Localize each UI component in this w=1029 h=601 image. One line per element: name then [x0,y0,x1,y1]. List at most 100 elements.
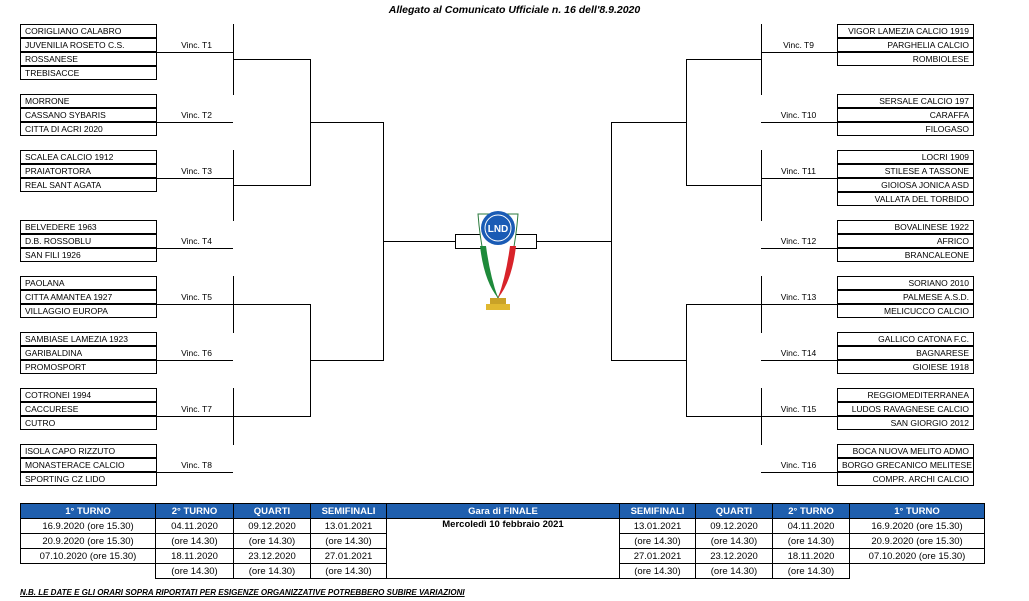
bracket-line [157,122,233,123]
team-box: COTRONEI 1994 [20,388,157,402]
schedule-cell: (ore 14.30) [310,533,387,549]
winner-label: Vinc. T12 [780,236,817,246]
header-cell: SEMIFINALI [310,503,387,519]
schedule-cell: 27.01.2021 [619,548,696,564]
team-box: VILLAGGIO EUROPA [20,304,157,318]
winner-label: Vinc. T15 [780,404,817,414]
team-box: CITTA DI ACRI 2020 [20,122,157,136]
team-box: LUDOS RAVAGNESE CALCIO [837,402,974,416]
final-date: Mercoledì 10 febbraio 2021 [386,518,620,579]
bracket-line [611,360,686,361]
schedule-cell: 07.10.2020 (ore 15.30) [849,548,985,564]
header-cell: Gara di FINALE [386,503,620,519]
team-box: GARIBALDINA [20,346,157,360]
bracket-line [761,24,762,95]
bracket-line [233,304,310,305]
schedule-cell [850,564,985,579]
schedule-cell: 13.01.2021 [310,518,387,534]
team-box: LOCRI 1909 [837,150,974,164]
team-box: BAGNARESE [837,346,974,360]
bracket-line [157,52,233,53]
team-box: GIOIESE 1918 [837,360,974,374]
schedule-cell: (ore 14.30) [233,533,311,549]
header-cell: 2° TURNO [155,503,234,519]
bracket-line [761,122,837,123]
team-box: ROMBIOLESE [837,52,974,66]
team-box: CITTA AMANTEA 1927 [20,290,157,304]
winner-label: Vinc. T6 [181,348,212,358]
schedule-cell: 18.11.2020 [772,548,850,564]
winner-label: Vinc. T8 [181,460,212,470]
bracket-line [761,304,837,305]
schedule-cell: 23.12.2020 [233,548,311,564]
winner-label: Vinc. T10 [780,110,817,120]
bracket-line [761,52,837,53]
page-title: Allegato al Comunicato Ufficiale n. 16 d… [388,4,641,16]
schedule-cell: 18.11.2020 [155,548,234,564]
team-box: SAN GIORGIO 2012 [837,416,974,430]
bracket-line [157,178,233,179]
team-box: SAN FILI 1926 [20,248,157,262]
bracket-line [761,248,837,249]
winner-label: Vinc. T5 [181,292,212,302]
team-box: CASSANO SYBARIS [20,108,157,122]
schedule-cell: 23.12.2020 [695,548,773,564]
winner-label: Vinc. T14 [780,348,817,358]
schedule-cell: 09.12.2020 [695,518,773,534]
schedule-cell: 07.10.2020 (ore 15.30) [20,548,156,564]
schedule-row: 20.9.2020 (ore 15.30) (ore 14.30) (ore 1… [20,533,985,549]
winner-label: Vinc. T13 [780,292,817,302]
bracket-line [761,416,837,417]
bracket-line [233,185,310,186]
cup-trophy-icon: LND [477,211,519,310]
winner-label: Vinc. T4 [181,236,212,246]
schedule-cell: (ore 14.30) [695,533,773,549]
schedule-cell: 09.12.2020 [233,518,311,534]
bracket-line [157,472,233,473]
bracket-line [233,59,310,60]
team-box: D.B. ROSSOBLU [20,234,157,248]
team-box: PARGHELIA CALCIO [837,38,974,52]
bracket-line [455,248,500,249]
team-box: SAMBIASE LAMEZIA 1923 [20,332,157,346]
winner-label: Vinc. T7 [181,404,212,414]
team-box: VIGOR LAMEZIA CALCIO 1919 [837,24,974,38]
bracket-line [455,234,500,235]
bracket-line [157,304,233,305]
winner-label: Vinc. T16 [780,460,817,470]
bracket-line [761,150,762,221]
team-box: BRANCALEONE [837,248,974,262]
bracket-line [157,360,233,361]
team-box: STILESE A TASSONE [837,164,974,178]
bracket-line [761,360,837,361]
bracket-line [611,122,686,123]
schedule-table: 1° TURNO 2° TURNO QUARTI SEMIFINALI Gara… [20,503,985,579]
header-cell: QUARTI [233,503,311,519]
team-box: ISOLA CAPO RIZZUTO [20,444,157,458]
winner-label: Vinc. T2 [181,110,212,120]
bracket-line [310,360,383,361]
schedule-cell: 13.01.2021 [619,518,696,534]
bracket-line [686,185,761,186]
schedule-cell [21,564,156,579]
team-box: REGGIOMEDITERRANEA [837,388,974,402]
header-cell: SEMIFINALI [619,503,696,519]
schedule-cell: (ore 14.30) [155,533,234,549]
winner-label: Vinc. T11 [781,166,816,176]
team-box: VALLATA DEL TORBIDO [837,192,974,206]
schedule-row: 16.9.2020 (ore 15.30) 04.11.2020 09.12.2… [20,518,985,579]
team-box: PRAIATORTORA [20,164,157,178]
team-box: GIOIOSA JONICA ASD [837,178,974,192]
bracket-line [686,59,761,60]
team-box: SCALEA CALCIO 1912 [20,150,157,164]
schedule-cell: 20.9.2020 (ore 15.30) [20,533,156,549]
winner-label: Vinc. T3 [181,166,212,176]
team-box: JUVENILIA ROSETO C.S. [20,38,157,52]
winner-label: Vinc. T1 [181,40,212,50]
header-cell: QUARTI [695,503,773,519]
bracket-line [536,234,537,249]
team-box: BOVALINESE 1922 [837,220,974,234]
schedule-cell: 04.11.2020 [772,518,850,534]
schedule-cell: (ore 14.30) [310,563,387,579]
schedule-cell: 16.9.2020 (ore 15.30) [20,518,156,534]
